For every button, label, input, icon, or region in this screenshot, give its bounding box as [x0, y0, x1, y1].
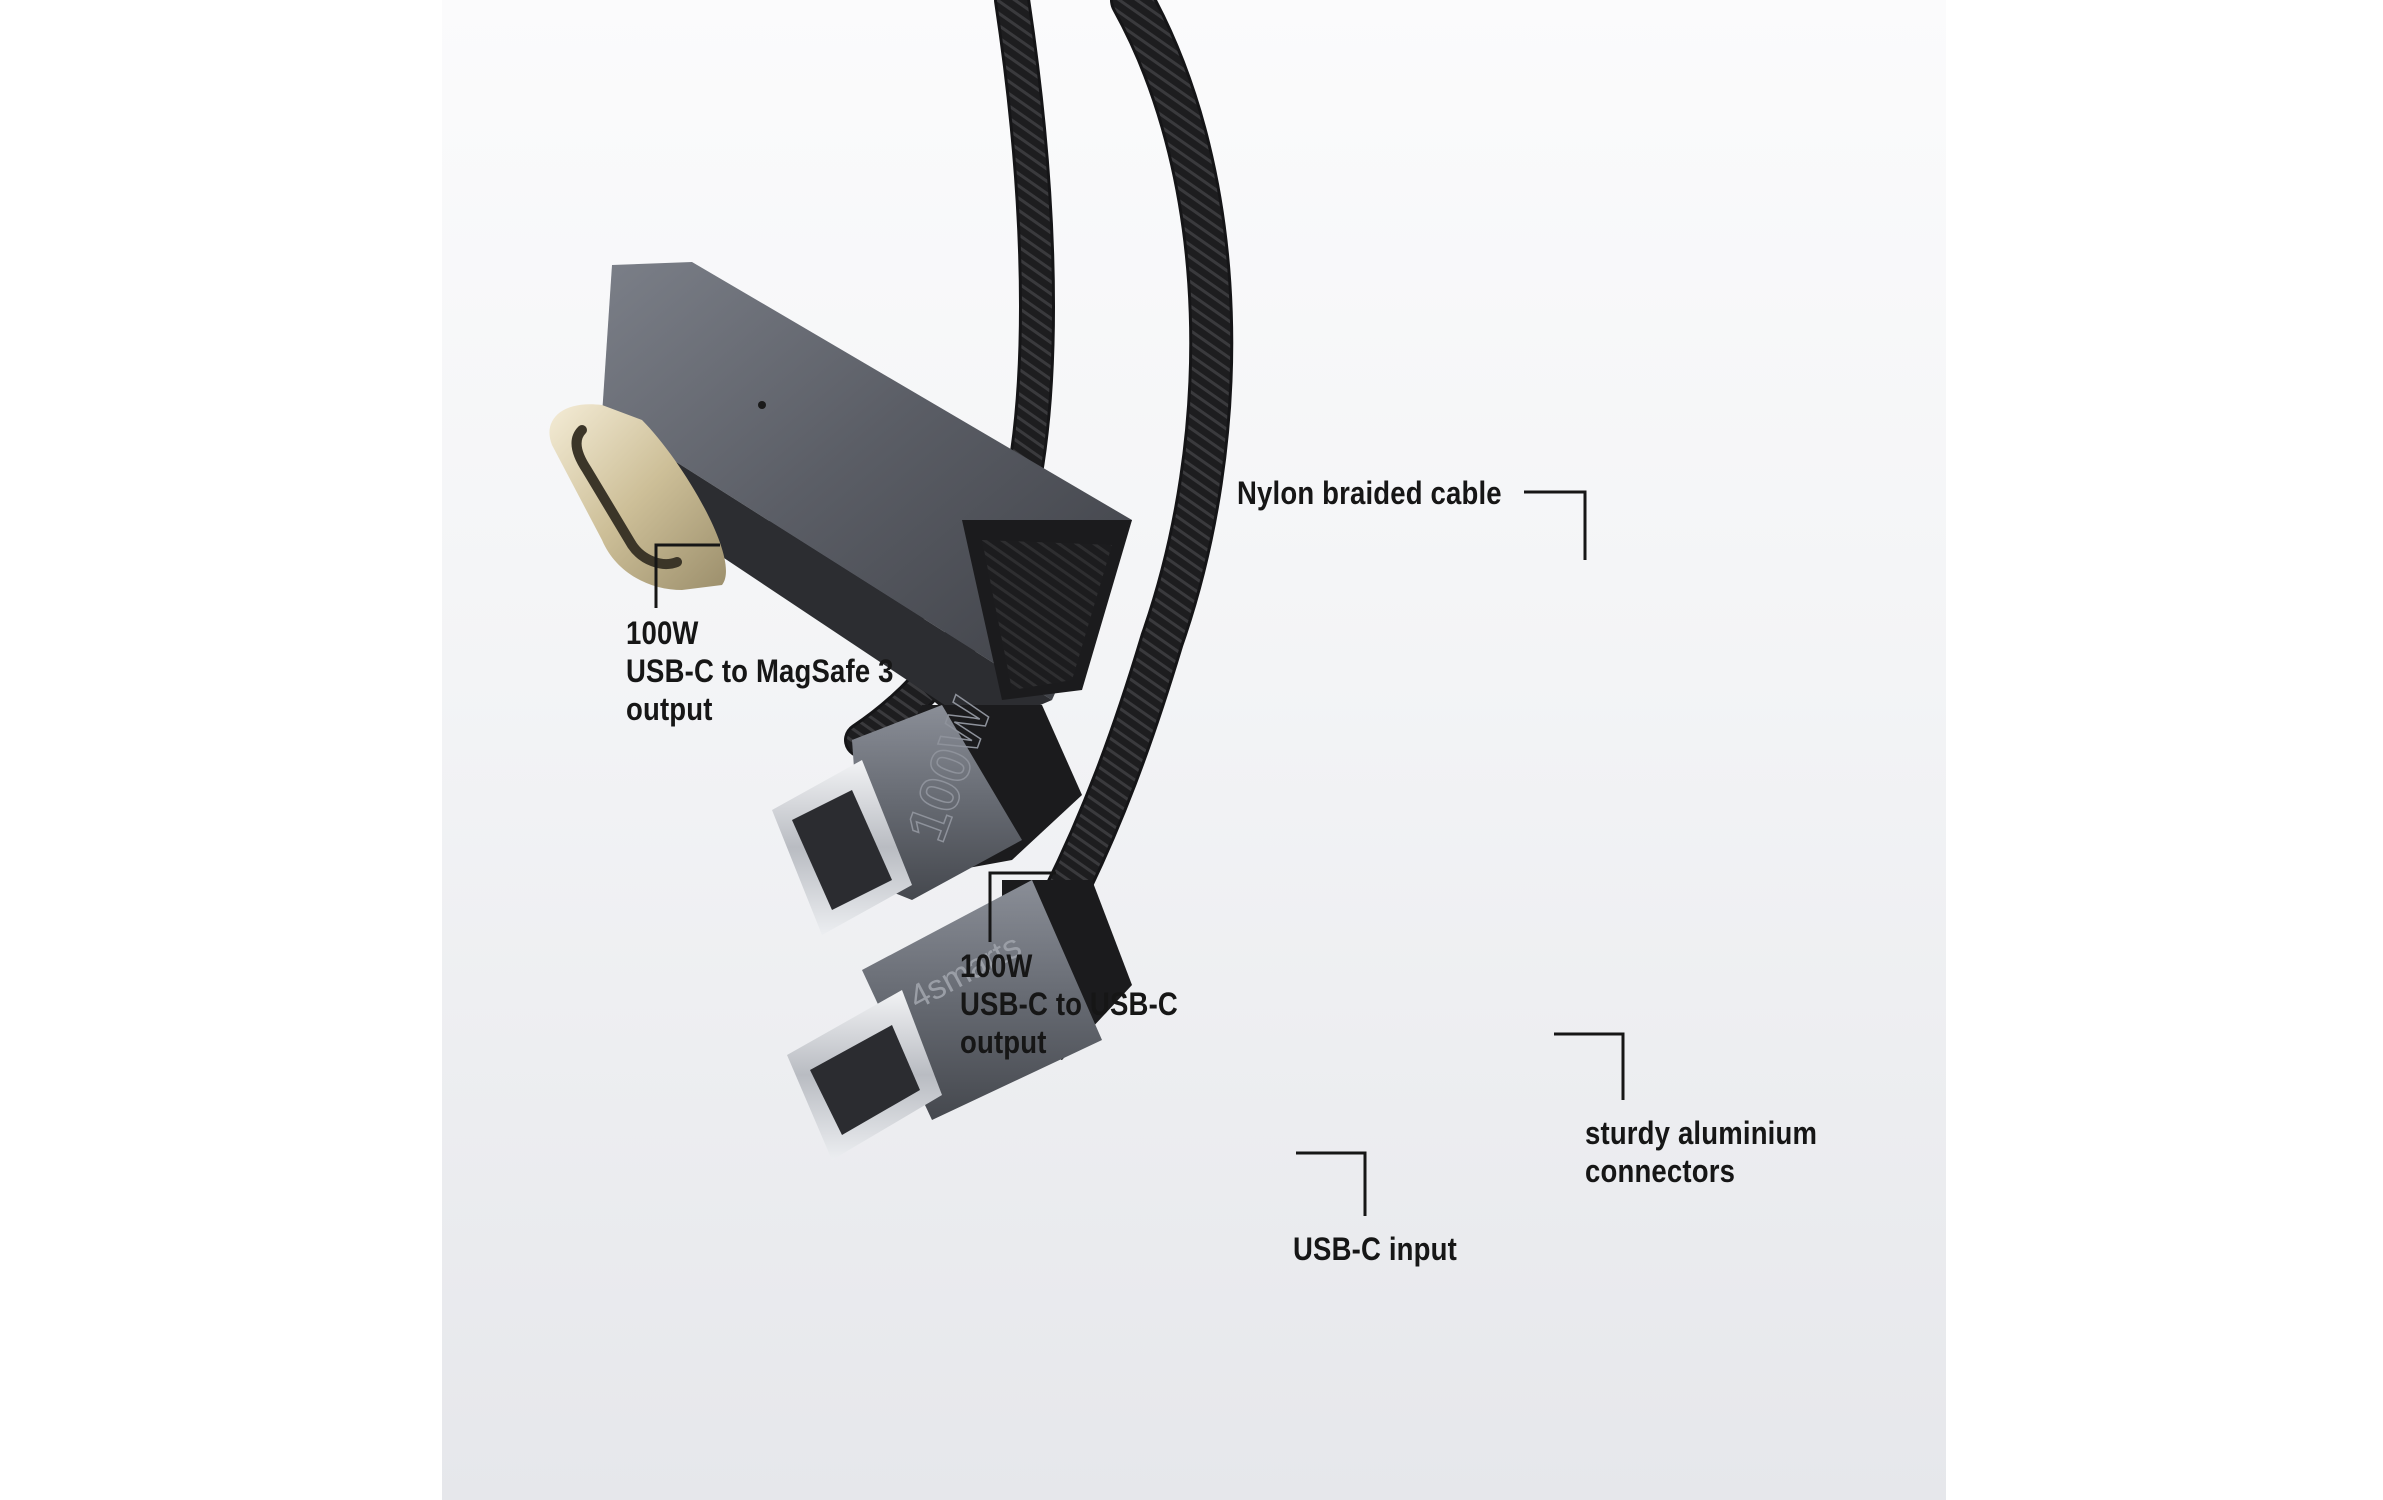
magsafe-callout-line [654, 543, 720, 608]
usbc-out-callout-line1: 100W [960, 948, 1033, 984]
input-callout-line [1296, 1151, 1367, 1216]
usbc-out-callout-line3: output [960, 1024, 1047, 1060]
usbc-out-callout-line [988, 871, 1056, 942]
usbc-input-connector: 4smarts [787, 880, 1132, 1160]
magsafe-callout-line2: USB-C to MagSafe 3 [626, 653, 894, 689]
aluminium-callout-label: sturdy aluminium connectors [1585, 1114, 1817, 1190]
magsafe-callout-line3: output [626, 691, 713, 727]
aluminium-callout-line2: connectors [1585, 1153, 1736, 1189]
magsafe-callout-line1: 100W [626, 615, 699, 651]
input-callout-text: USB-C input [1293, 1231, 1457, 1267]
product-illustration: 100W 4smarts [549, 0, 1625, 1216]
cable-callout-label: Nylon braided cable [1237, 474, 1502, 512]
aluminium-callout-line [1554, 1032, 1625, 1100]
aluminium-callout-line1: sturdy aluminium [1585, 1115, 1818, 1151]
cable-callout-line [1524, 490, 1587, 560]
usbc-output-connector: 100W [772, 689, 1082, 935]
product-panel: 100W 4smarts 100W USB-C to MagSafe 3 out… [442, 0, 1946, 1500]
cable-callout-text: Nylon braided cable [1237, 475, 1502, 511]
callout-lines [654, 490, 1625, 1216]
usbc-out-callout-line2: USB-C to USB-C [960, 986, 1178, 1022]
magsafe-callout-label: 100W USB-C to MagSafe 3 output [626, 614, 894, 728]
input-callout-label: USB-C input [1293, 1230, 1457, 1268]
usbc-out-callout-label: 100W USB-C to USB-C output [960, 947, 1178, 1061]
